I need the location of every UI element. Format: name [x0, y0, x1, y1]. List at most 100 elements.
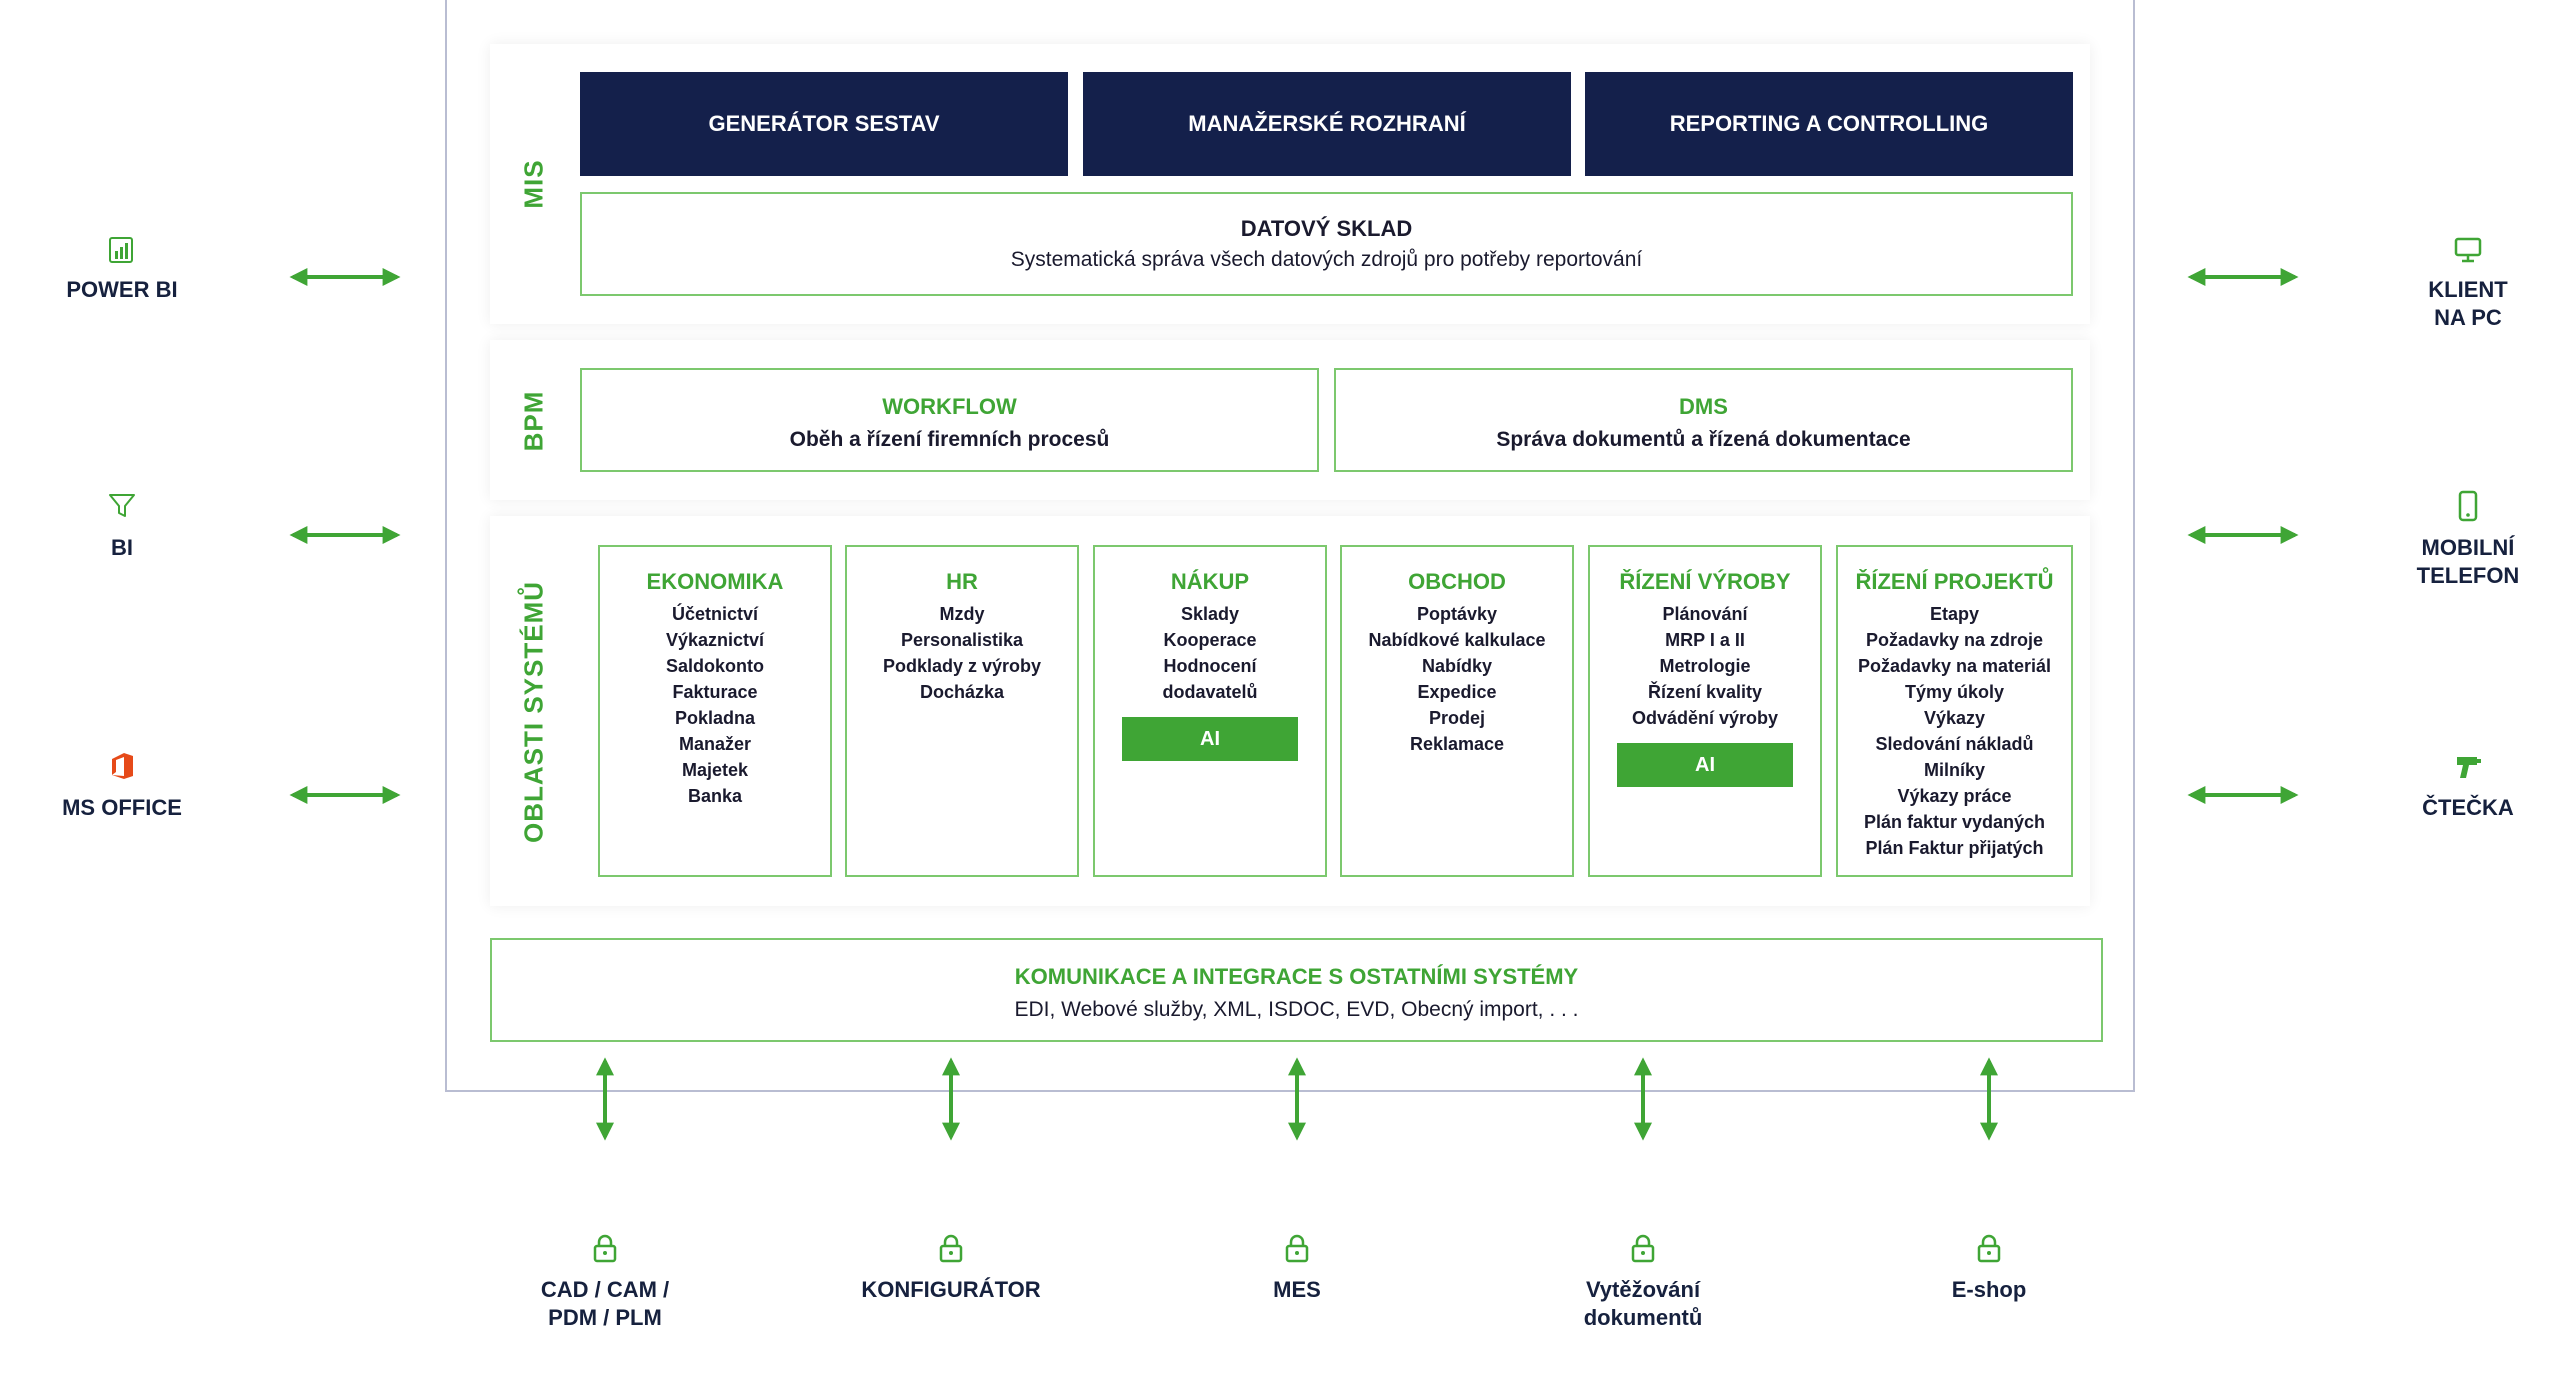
lock-icon [1969, 1230, 2009, 1266]
phone-icon [2448, 488, 2488, 524]
module-title: EKONOMIKA [646, 569, 784, 594]
lock-icon [585, 1230, 625, 1266]
eshop-label: E-shop [1951, 1277, 2027, 1302]
bottom-arrow-mes [1288, 1057, 1306, 1141]
bottom-arrow-cad [596, 1057, 614, 1141]
bi-arrow [289, 526, 401, 544]
module-title: HR [946, 569, 978, 594]
bottom-arrow-vytezovani [1634, 1057, 1652, 1141]
module-title: ŘÍZENÍ VÝROBY [1619, 569, 1791, 594]
konfigurator-label: KONFIGURÁTOR [861, 1277, 1041, 1302]
datovy-sklad-title: DATOVÝ SKLAD [1240, 216, 1413, 241]
label-line: dokumentů [1583, 1305, 1703, 1330]
reporting-controlling-button[interactable]: REPORTING A CONTROLLING [1585, 72, 2073, 176]
monitor-icon [2448, 232, 2488, 268]
mobilni-telefon-arrow [2187, 526, 2299, 544]
module-item: Banka [687, 786, 743, 806]
module-item: Výkazy [1923, 708, 1986, 728]
vyroba-ai-button[interactable]: AI [1617, 743, 1793, 787]
label-line: NA PC [2434, 305, 2502, 330]
integration-title: KOMUNIKACE A INTEGRACE S OSTATNÍMI SYSTÉ… [1014, 964, 1579, 989]
module-rizeni-vyroby: ŘÍZENÍ VÝROBY Plánování MRP I a II Metro… [1588, 545, 1822, 877]
module-obchod: OBCHOD Poptávky Nabídkové kalkulace Nabí… [1340, 545, 1574, 877]
module-item: Sklady [1180, 604, 1240, 624]
label-line: KLIENT [2428, 277, 2508, 302]
module-item: Mzdy [939, 604, 985, 624]
workflow-box: WORKFLOW Oběh a řízení firemních procesů [580, 368, 1319, 472]
module-item: Docházka [919, 682, 1005, 702]
powerbi-label: POWER BI [66, 277, 178, 302]
module-item: Expedice [1417, 682, 1497, 702]
label-line: Vytěžování [1585, 1277, 1701, 1302]
module-item: Personalistika [900, 630, 1024, 650]
lock-icon [1623, 1230, 1663, 1266]
module-title: NÁKUP [1170, 569, 1250, 594]
module-item: Saldokonto [666, 656, 764, 676]
areas-label: OBLASTI SYSTÉMŮ [518, 580, 549, 844]
module-item: Plán Faktur přijatých [1865, 838, 2044, 858]
module-item: Milníky [1923, 760, 1985, 780]
generator-sestav-button[interactable]: GENERÁTOR SESTAV [580, 72, 1068, 176]
funnel-icon [102, 488, 142, 524]
module-item: Kooperace [1163, 630, 1257, 650]
module-item: Účetnictví [671, 604, 759, 624]
module-item: MRP I a II [1665, 630, 1745, 650]
dms-subtitle: Správa dokumentů a řízená dokumentace [1496, 428, 1911, 451]
module-hr: HR Mzdy Personalistika Podklady z výroby… [845, 545, 1079, 877]
bottom-arrow-konfigurator [942, 1057, 960, 1141]
ctecka-arrow [2187, 786, 2299, 804]
module-item: Etapy [1929, 604, 1980, 624]
msoffice-label: MS OFFICE [62, 795, 182, 820]
label-line: PDM / PLM [548, 1305, 662, 1330]
module-title: OBCHOD [1408, 569, 1506, 594]
integration-box: KOMUNIKACE A INTEGRACE S OSTATNÍMI SYSTÉ… [490, 938, 2103, 1042]
module-item: Nabídky [1421, 656, 1493, 676]
scanner-icon [2448, 748, 2488, 784]
module-item: Prodej [1428, 708, 1485, 728]
dms-title: DMS [1679, 394, 1728, 419]
bottom-arrow-eshop [1980, 1057, 1998, 1141]
module-item: Výkaznictví [665, 630, 765, 650]
nakup-ai-button[interactable]: AI [1122, 717, 1298, 761]
lock-icon [931, 1230, 971, 1266]
module-item: Odvádění výroby [1631, 708, 1779, 728]
module-item: Fakturace [672, 682, 758, 702]
module-item: Nabídkové kalkulace [1368, 630, 1546, 650]
module-title: ŘÍZENÍ PROJEKTŮ [1855, 569, 2054, 594]
mis-label: MIS [518, 159, 549, 209]
module-rizeni-projektu: ŘÍZENÍ PROJEKTŮ Etapy Požadavky na zdroj… [1836, 545, 2073, 877]
office-icon [102, 748, 142, 784]
module-item: Poptávky [1416, 604, 1498, 624]
dms-box: DMS Správa dokumentů a řízená dokumentac… [1334, 368, 2073, 472]
mes-label: MES [1273, 1277, 1321, 1302]
module-item: Řízení kvality [1647, 682, 1763, 702]
module-item: Požadavky na zdroje [1865, 630, 2044, 650]
mobilni-telefon-label: MOBILNÍ TELEFON [2368, 534, 2560, 590]
label-line: CAD / CAM / [540, 1277, 670, 1302]
bi-label: BI [111, 535, 133, 560]
msoffice-arrow [289, 786, 401, 804]
module-item: Požadavky na materiál [1857, 656, 2052, 676]
powerbi-icon [102, 232, 142, 268]
datovy-sklad-subtitle: Systematická správa všech datových zdroj… [1010, 248, 1643, 271]
vytezovani-label: Vytěžování dokumentů [1518, 1276, 1768, 1332]
module-item: Sledování nákladů [1875, 734, 2034, 754]
bpm-label: BPM [518, 390, 549, 452]
module-item: Reklamace [1409, 734, 1505, 754]
workflow-subtitle: Oběh a řízení firemních procesů [789, 428, 1110, 451]
klient-pc-label: KLIENT NA PC [2368, 276, 2560, 332]
datovy-sklad-box: DATOVÝ SKLAD Systematická správa všech d… [580, 192, 2073, 296]
module-item: Hodnocení [1163, 656, 1257, 676]
label-line: MOBILNÍ [2421, 535, 2515, 560]
module-nakup: NÁKUP Sklady Kooperace Hodnocení dodavat… [1093, 545, 1327, 877]
powerbi-arrow [289, 268, 401, 286]
integration-subtitle: EDI, Webové služby, XML, ISDOC, EVD, Obe… [1014, 998, 1579, 1021]
workflow-title: WORKFLOW [882, 394, 1017, 419]
module-item: Metrologie [1659, 656, 1751, 676]
module-item: Majetek [681, 760, 749, 780]
module-item: Pokladna [674, 708, 756, 728]
label-line: TELEFON [2416, 563, 2520, 588]
lock-icon [1277, 1230, 1317, 1266]
manazerske-rozhrani-button[interactable]: MANAŽERSKÉ ROZHRANÍ [1083, 72, 1571, 176]
module-item: Plánování [1662, 604, 1748, 624]
